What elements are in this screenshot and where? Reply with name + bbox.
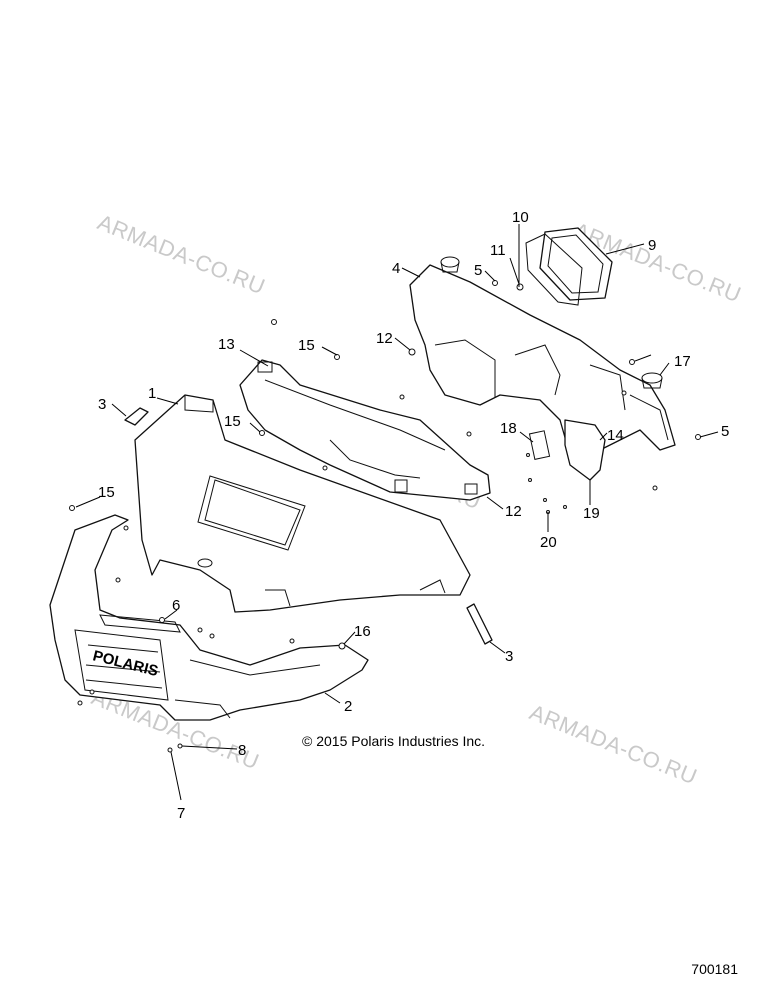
hood-part[interactable] bbox=[134, 394, 471, 613]
handle-part[interactable] bbox=[124, 407, 493, 645]
callout-10: 10 bbox=[512, 209, 529, 226]
fasteners bbox=[69, 280, 701, 753]
dash-crossmember-part[interactable] bbox=[239, 359, 491, 501]
callout-17: 17 bbox=[674, 353, 691, 370]
callout-16: 16 bbox=[354, 623, 371, 640]
watermark: ARMADA-CO.RU bbox=[526, 699, 701, 789]
callout-11: 11 bbox=[490, 242, 506, 259]
callout-19: 19 bbox=[583, 505, 600, 522]
dash-panel-part[interactable] bbox=[409, 256, 676, 471]
callout-5: 5 bbox=[474, 262, 482, 279]
callout-3: 3 bbox=[98, 396, 106, 413]
glovebox-door-part[interactable] bbox=[525, 227, 613, 306]
callout-labels: 10 9 11 4 5 13 15 12 1 3 15 17 5 18 14 1… bbox=[98, 209, 729, 822]
document-number: 700181 bbox=[691, 961, 738, 977]
callout-9: 9 bbox=[648, 237, 656, 254]
callout-4: 4 bbox=[392, 260, 400, 277]
callout-15: 15 bbox=[224, 413, 241, 430]
front-bumper-part[interactable]: POLARIS bbox=[49, 514, 369, 721]
callout-2: 2 bbox=[344, 698, 352, 715]
callout-18: 18 bbox=[500, 420, 517, 437]
callout-14: 14 bbox=[607, 427, 624, 444]
copyright-notice: © 2015 Polaris Industries Inc. bbox=[302, 733, 486, 749]
callout-1: 1 bbox=[148, 385, 156, 402]
callout-6: 6 bbox=[172, 597, 180, 614]
callout-15: 15 bbox=[298, 337, 315, 354]
callout-8: 8 bbox=[238, 742, 246, 759]
callout-12: 12 bbox=[376, 330, 393, 347]
callout-12: 12 bbox=[505, 503, 522, 520]
callout-7: 7 bbox=[177, 805, 185, 822]
callout-3: 3 bbox=[505, 648, 513, 665]
callout-20: 20 bbox=[540, 534, 557, 551]
callout-5: 5 bbox=[721, 423, 729, 440]
center-console-part[interactable] bbox=[528, 419, 606, 481]
callout-15: 15 bbox=[98, 484, 115, 501]
cap-part[interactable] bbox=[641, 372, 663, 389]
watermark: ARMADA-CO.RU bbox=[94, 209, 269, 299]
callout-13: 13 bbox=[218, 336, 235, 353]
leader-lines bbox=[75, 224, 719, 801]
